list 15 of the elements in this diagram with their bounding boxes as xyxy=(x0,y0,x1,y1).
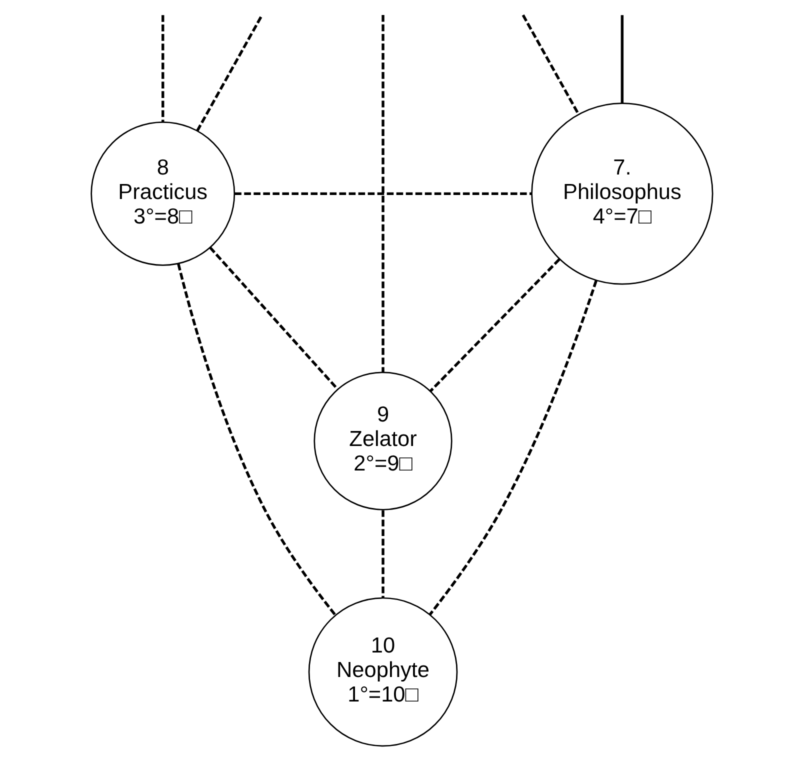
connector xyxy=(428,280,598,616)
connector xyxy=(382,510,384,598)
connector xyxy=(522,14,580,116)
connector xyxy=(620,15,624,104)
connector xyxy=(177,263,336,616)
connector xyxy=(234,192,532,196)
node-circle: 9 Zelator 2°=9□ xyxy=(314,372,452,510)
node-circle: 8 Practicus 3°=8□ xyxy=(90,121,236,266)
connector xyxy=(382,15,384,372)
connector xyxy=(429,258,560,392)
connector xyxy=(209,246,339,390)
node-circle: 7. Philosophus 4°=7□ xyxy=(531,102,714,285)
connector xyxy=(162,15,164,122)
connector xyxy=(196,14,264,132)
node-circle: 10 Neophyte 1°=10□ xyxy=(308,597,458,747)
